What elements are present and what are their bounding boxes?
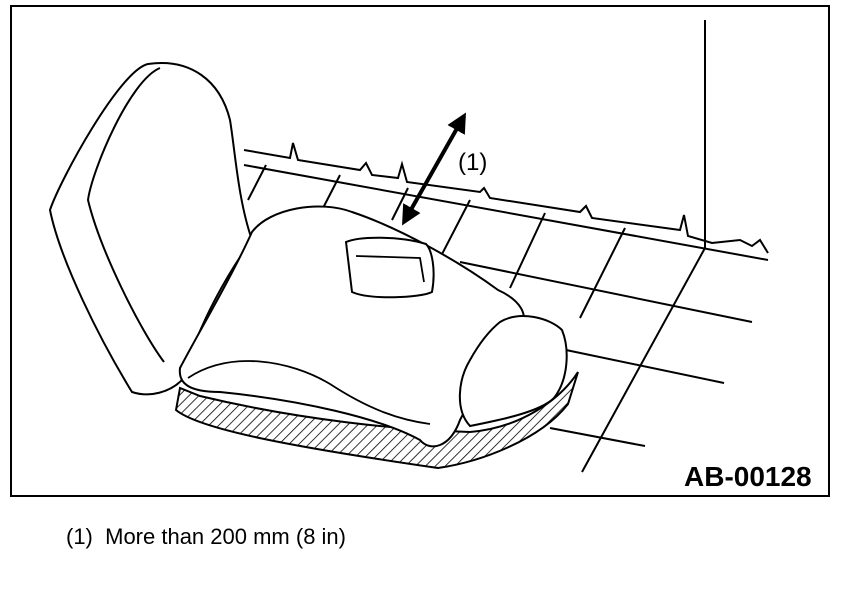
seat-base-hatched: [174, 371, 579, 470]
seat-lever-inner: [355, 255, 425, 283]
figure-code: AB-00128: [684, 461, 812, 492]
seatback-inner-edge: [86, 67, 165, 363]
callout-label: (1): [458, 149, 487, 176]
seat-cushion-crease: [187, 360, 431, 425]
vehicle-floor-lines: [243, 20, 769, 473]
seat-lever: [344, 236, 435, 299]
dimension-arrow: [402, 112, 466, 226]
figure-frame: [10, 5, 830, 497]
side-bolster: [458, 315, 568, 428]
seat-cushion: [178, 205, 525, 448]
legend-caption: (1) More than 200 mm (8 in): [66, 524, 346, 549]
